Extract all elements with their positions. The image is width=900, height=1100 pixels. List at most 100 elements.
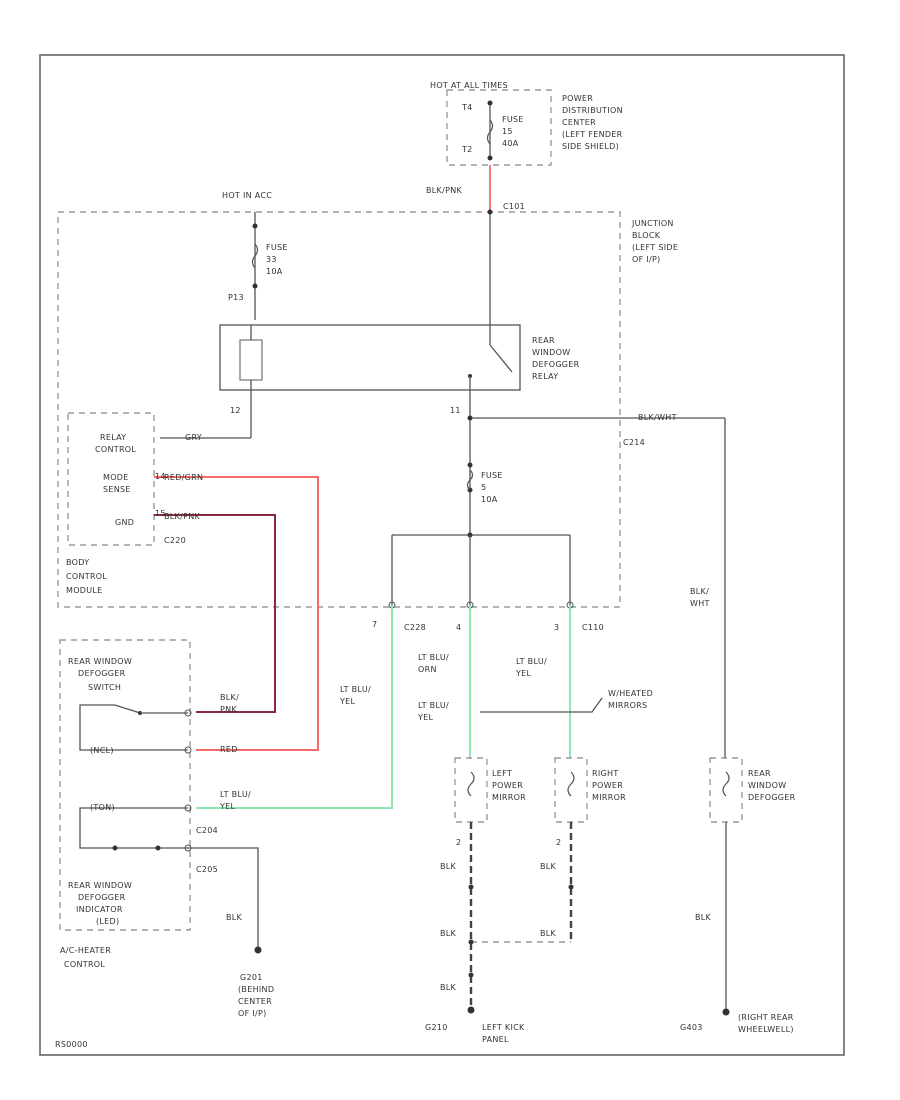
terminal — [252, 223, 258, 229]
right-rear-label: (RIGHT REAR — [738, 1013, 794, 1022]
indicator-label: DEFOGGER — [78, 893, 126, 902]
ltblu-yel-mid-label: YEL — [417, 713, 434, 722]
pdc-label: CENTER — [562, 118, 596, 127]
g201-label: G201 — [240, 973, 263, 982]
relay-label: WINDOW — [532, 348, 570, 357]
pin-12: 12 — [230, 406, 241, 415]
relay-coil — [239, 339, 263, 381]
relay-label: RELAY — [532, 372, 559, 381]
indicator-label: REAR WINDOW — [68, 881, 132, 890]
relay-label: REAR — [532, 336, 555, 345]
left-mirror-outline — [454, 757, 488, 823]
right-mirror-label: MIRROR — [592, 793, 626, 802]
heated-mirrors-callout — [480, 697, 603, 713]
fuse-label: FUSE — [481, 471, 503, 480]
rear-window-defogger-switch: REAR WINDOW DEFOGGER SWITCH (NCL) BLK/ P… — [59, 639, 251, 931]
switch-label: SWITCH — [88, 683, 121, 692]
defogger-grid-icon — [722, 771, 730, 797]
relay-control-label: CONTROL — [95, 445, 136, 454]
pin-4: 4 — [456, 623, 461, 632]
red-grn-wire — [154, 476, 319, 751]
ltblu-yel-right-label: LT BLU/ — [516, 657, 547, 666]
power-distribution-center: HOT AT ALL TIMES T4 T2 FUSE 15 40A POWER… — [430, 81, 623, 166]
right-mirror-label: RIGHT — [592, 769, 619, 778]
rear-window-defogger-relay: REAR WINDOW DEFOGGER RELAY — [219, 324, 580, 391]
switch-contact — [114, 704, 141, 714]
terminal — [487, 209, 493, 215]
blk-label: BLK — [440, 862, 457, 871]
pin-t4: T4 — [461, 103, 473, 112]
fuse-label: FUSE — [266, 243, 288, 252]
c110-label: C110 — [582, 623, 604, 632]
blk-pnk-label: BLK/PNK — [426, 186, 462, 195]
ltblu-orn-label: LT BLU/ — [418, 653, 449, 662]
c204-label: C204 — [196, 826, 218, 835]
blk-label: BLK — [540, 929, 557, 938]
bcm-label: BODY — [66, 558, 89, 567]
sw-ltblu-yel-label: YEL — [219, 802, 236, 811]
lt-blu-yel-switch-wire — [196, 605, 393, 809]
switch-label: DEFOGGER — [78, 669, 126, 678]
junction-block-label: (LEFT SIDE — [632, 243, 678, 252]
heated-mirrors-label: W/HEATED — [608, 689, 653, 698]
heated-mirrors-label: MIRRORS — [608, 701, 647, 710]
relay-label: DEFOGGER — [532, 360, 580, 369]
blk-label: BLK — [226, 913, 243, 922]
terminal — [252, 283, 258, 289]
defogger-label: DEFOGGER — [748, 793, 796, 802]
ltblu-yel-left-label: YEL — [339, 697, 356, 706]
ac-heater-control-outline — [59, 639, 191, 931]
fuse-number: 15 — [502, 127, 513, 136]
blk-wht-label: BLK/WHT — [638, 413, 677, 422]
ac-heater-label: CONTROL — [64, 960, 105, 969]
relay-control-label: RELAY — [100, 433, 127, 442]
fuse-5-icon — [466, 469, 474, 491]
pdc-outline — [446, 89, 552, 166]
right-rear-label: WHEELWELL) — [738, 1025, 794, 1034]
ltblu-yel-left-label: LT BLU/ — [340, 685, 371, 694]
right-mirror-label: POWER — [592, 781, 623, 790]
blk-pnk-ground-wire — [154, 514, 276, 713]
defogger-outline — [709, 757, 743, 823]
indicator-label: INDICATOR — [76, 905, 123, 914]
indicator-led — [112, 845, 118, 851]
g201-ground-icon — [254, 946, 262, 954]
relay-switch-contact — [489, 344, 513, 373]
defogger-label: WINDOW — [748, 781, 786, 790]
g210-ground-icon — [467, 1006, 475, 1014]
fuse-rating: 10A — [266, 267, 283, 276]
c101-label: C101 — [503, 202, 525, 211]
g403-label: G403 — [680, 1023, 703, 1032]
terminal — [487, 155, 493, 161]
ltblu-orn-label: ORN — [418, 665, 437, 674]
sw-ltblu-yel-label: LT BLU/ — [220, 790, 251, 799]
bcm-label: MODULE — [66, 586, 103, 595]
blk-label: BLK — [440, 983, 457, 992]
left-mirror-heater-icon — [467, 771, 475, 797]
junction-block-outline — [57, 211, 621, 608]
c205-label: C205 — [196, 865, 218, 874]
blk-label: BLK — [695, 913, 712, 922]
ton-label: (TON) — [90, 803, 115, 812]
rear-window-defogger: REAR WINDOW DEFOGGER — [709, 757, 796, 823]
blk-wht-right-label: BLK/ — [690, 587, 709, 596]
bcm-label: CONTROL — [66, 572, 107, 581]
junction-block-label: JUNCTION — [631, 219, 674, 228]
mode-sense-label: SENSE — [103, 485, 131, 494]
c220-label: C220 — [164, 536, 186, 545]
fuse-33-icon — [251, 243, 259, 269]
c228-label: C228 — [404, 623, 426, 632]
blk-label: BLK — [440, 929, 457, 938]
pin-2-right: 2 — [556, 838, 561, 847]
g201-label: (BEHIND — [238, 985, 274, 994]
hot-at-all-times-label: HOT AT ALL TIMES — [430, 81, 508, 90]
pdc-label: POWER — [562, 94, 593, 103]
fuse-number: 33 — [266, 255, 277, 264]
junction-block-label: BLOCK — [632, 231, 661, 240]
pdc-label: SIDE SHIELD) — [562, 142, 619, 151]
hot-in-acc-label: HOT IN ACC — [222, 191, 272, 200]
c214-label: C214 — [623, 438, 645, 447]
switch-label: REAR WINDOW — [68, 657, 132, 666]
diagram-frame — [39, 54, 845, 1056]
pin-14: 14 — [155, 472, 166, 481]
